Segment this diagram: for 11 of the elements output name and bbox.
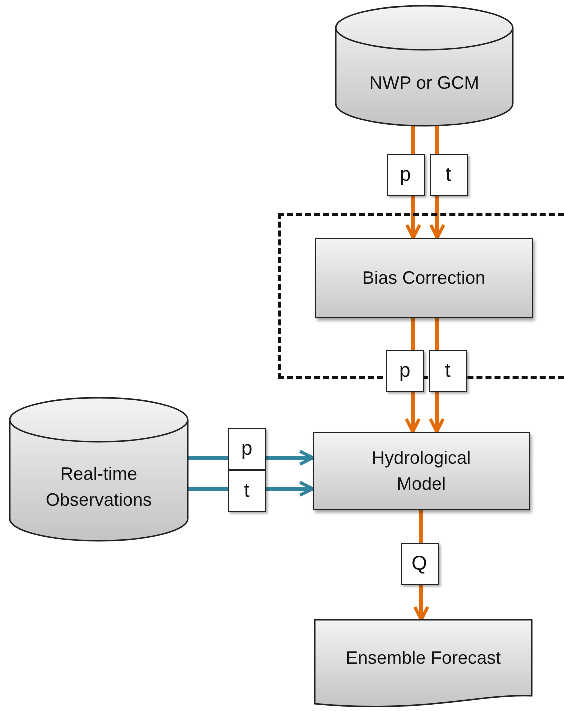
edge-label: t bbox=[430, 154, 468, 196]
node-label: Hydrological Model bbox=[370, 447, 472, 496]
process-box bbox=[313, 432, 530, 510]
edge-label: p bbox=[386, 154, 424, 196]
process-box bbox=[315, 238, 533, 318]
edge-label: p bbox=[228, 428, 266, 470]
node-label: Bias Correction bbox=[362, 267, 486, 290]
edge-label: Q bbox=[400, 543, 438, 585]
edge-label: p bbox=[386, 350, 424, 392]
edge-label: t bbox=[228, 470, 266, 512]
edge-label: t bbox=[429, 350, 467, 392]
